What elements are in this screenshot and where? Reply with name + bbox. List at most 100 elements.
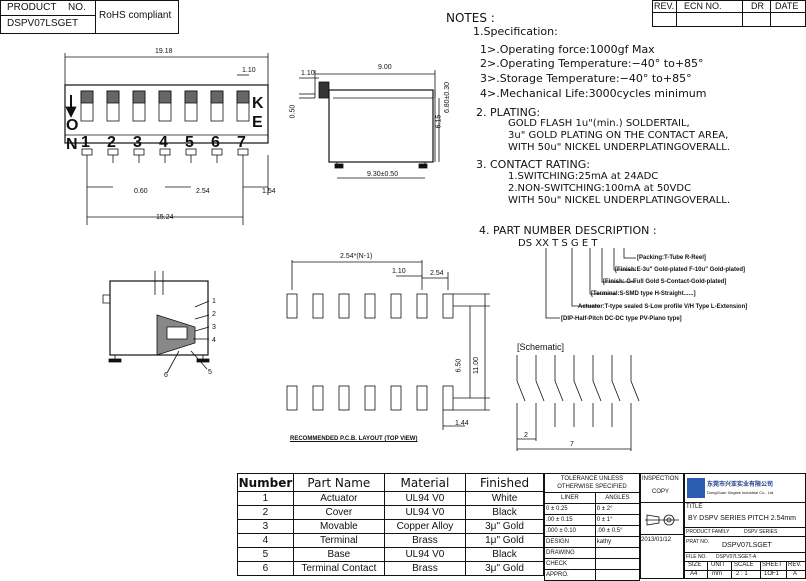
- no-label: NO.: [68, 2, 86, 13]
- pn-terminal: [Terminal:S-SMD type H-Straight......]: [591, 291, 696, 297]
- label-n: N: [66, 136, 78, 153]
- side-dim-930: 9.30±0.50: [367, 171, 399, 178]
- rating-1: 1.SWITCHING:25mA at 24ADC: [508, 171, 659, 182]
- pcb-dim-144: 1.44: [455, 420, 469, 427]
- company-name-cn: 东莞市兴亚实业有限公司: [707, 482, 774, 488]
- tol-title-1: TOLERANCE UNLESS: [560, 476, 624, 482]
- callout-1: 1: [212, 298, 216, 305]
- position-5: 5: [185, 134, 194, 151]
- callout-3: 3: [212, 324, 216, 331]
- tol-linear-0: 0 ± 0.25: [544, 503, 596, 515]
- position-3: 3: [133, 134, 142, 151]
- rating-title: 3. CONTACT RATING:: [476, 158, 590, 171]
- side-dim-680: 6.80±0.30: [444, 81, 452, 114]
- bom-finish: 3μ" Gold: [465, 519, 544, 534]
- bom-finish: Black: [465, 547, 544, 562]
- dim-154: 1.54: [262, 188, 276, 195]
- tol-drawing: DRAWING: [544, 547, 596, 559]
- tol-linear-1: .00 ± 0.15: [544, 514, 596, 526]
- rating-2: 2.NON-SWITCHING:100mA at 50VDC: [508, 183, 692, 194]
- pcb-dim-n: 2.54*(N-1): [340, 253, 373, 260]
- tol-angle-1: 0 ± 1°: [594, 514, 641, 526]
- pcb-dim-110: 1.10: [392, 268, 406, 275]
- pn-actuator: Actuator:T-type sealed S-Low profile V/H…: [578, 304, 748, 310]
- plating-2: 3u" GOLD PLATING ON THE CONTACT AREA,: [508, 130, 729, 141]
- sch-dim-7: 7: [570, 441, 574, 448]
- spec-1: 1>.Operating force:1000gf Max: [480, 43, 655, 56]
- dr-label: DR: [751, 1, 764, 11]
- tol-title-2: OTHERWISE SPECIFIED: [557, 484, 627, 490]
- pcb-dim-254: 2.54: [430, 270, 444, 277]
- label-o: O: [66, 117, 79, 134]
- tol-angle-2: .00 ± 0.5°: [594, 525, 641, 537]
- bom-material: Brass: [383, 533, 467, 548]
- ecn-label: ECN NO.: [684, 1, 722, 11]
- scale-value: 2 : 1: [736, 571, 748, 577]
- bom-no: 1: [237, 491, 294, 506]
- rev-label: REV.: [654, 1, 675, 11]
- callout-2: 2: [212, 311, 216, 318]
- cross-section-drawing: [102, 271, 210, 374]
- bom-header-part-name: Part Name: [292, 473, 385, 492]
- bom-no: 3: [237, 519, 294, 534]
- pn-title: 4. PART NUMBER DESCRIPTION :: [479, 224, 657, 237]
- company-name-en: DongGuan Xingtek Industrial Co., Ltd.: [707, 490, 775, 495]
- spec-3: 3>.Storage Temperature:−40° to+85°: [480, 72, 692, 85]
- schematic-drawing: [516, 355, 640, 451]
- scale-label: SCALE: [734, 562, 754, 568]
- bom-no: 2: [237, 505, 294, 520]
- bom-header-finished: Finished: [465, 473, 544, 492]
- tol-designer: kathy: [594, 536, 641, 548]
- schematic-title: [Schematic]: [517, 342, 565, 352]
- bom-material: Copper Alloy: [383, 519, 467, 534]
- callout-5: 5: [208, 369, 212, 376]
- bom-finish: 3μ" Gold: [465, 561, 544, 576]
- product-number: DSPV07LSGET: [7, 18, 79, 29]
- rohs-label: RoHS compliant: [99, 10, 172, 21]
- plating-1: GOLD FLASH 1u"(min.) SOLDERTAIL,: [508, 118, 690, 129]
- dim-width: 15.24: [156, 214, 174, 221]
- bom-name: Base: [292, 547, 385, 562]
- notes-title: NOTES :: [446, 11, 495, 25]
- position-4: 4: [159, 134, 168, 151]
- size-value: A4: [690, 571, 698, 577]
- bom-finish: Black: [465, 505, 544, 520]
- spec-2: 2>.Operating Temperature:−40° to+85°: [480, 57, 704, 70]
- label-k: K: [252, 95, 264, 112]
- dim-060: 0.60: [134, 188, 148, 195]
- label-e: E: [252, 114, 263, 131]
- bom-name: Movable: [292, 519, 385, 534]
- pn-packing: [Packing:T-Tube R-Reel]: [637, 255, 706, 261]
- bom-finish: White: [465, 491, 544, 506]
- size-label: SIZE: [688, 562, 702, 568]
- tol-angles: ANGLES: [594, 492, 641, 504]
- prat-value: DSPV07LSGET: [722, 542, 772, 549]
- unit-label: UNIT: [711, 562, 725, 568]
- bom-material: UL94 V0: [383, 505, 467, 520]
- side-dim-050: 0.50: [289, 104, 297, 119]
- bom-finish: 1μ" Gold: [465, 533, 544, 548]
- tol-check: CHECK: [544, 558, 596, 570]
- pcb-dim-1100: 11.00: [473, 357, 480, 374]
- sheet-value: 1OF1: [764, 571, 780, 577]
- product-label: PRODUCT: [7, 2, 57, 13]
- plating-3: WITH 50u" NICKEL UNDERPLATINGOVERALL.: [508, 142, 731, 153]
- pn-finish-2: [Finish: G-Full Gold S-Contact-Gold-plat…: [603, 279, 727, 285]
- bom-material: UL94 V0: [383, 547, 467, 562]
- position-7: 7: [237, 134, 246, 151]
- pcb-dim-650: 6.50: [455, 358, 463, 373]
- pn-type: [DIP-Half-Pitch DC-DC type PV-Piano type…: [561, 316, 682, 322]
- pcb-caption: RECOMMENDED P.C.B. LAYOUT (TOP VIEW): [290, 436, 418, 442]
- copy-label: COPY: [652, 489, 670, 495]
- file-label: FILE NO.: [686, 554, 707, 560]
- date-label: DATE: [775, 1, 799, 11]
- bom-name: Cover: [292, 505, 385, 520]
- unit-value: mm: [712, 571, 722, 577]
- bom-no: 5: [237, 547, 294, 562]
